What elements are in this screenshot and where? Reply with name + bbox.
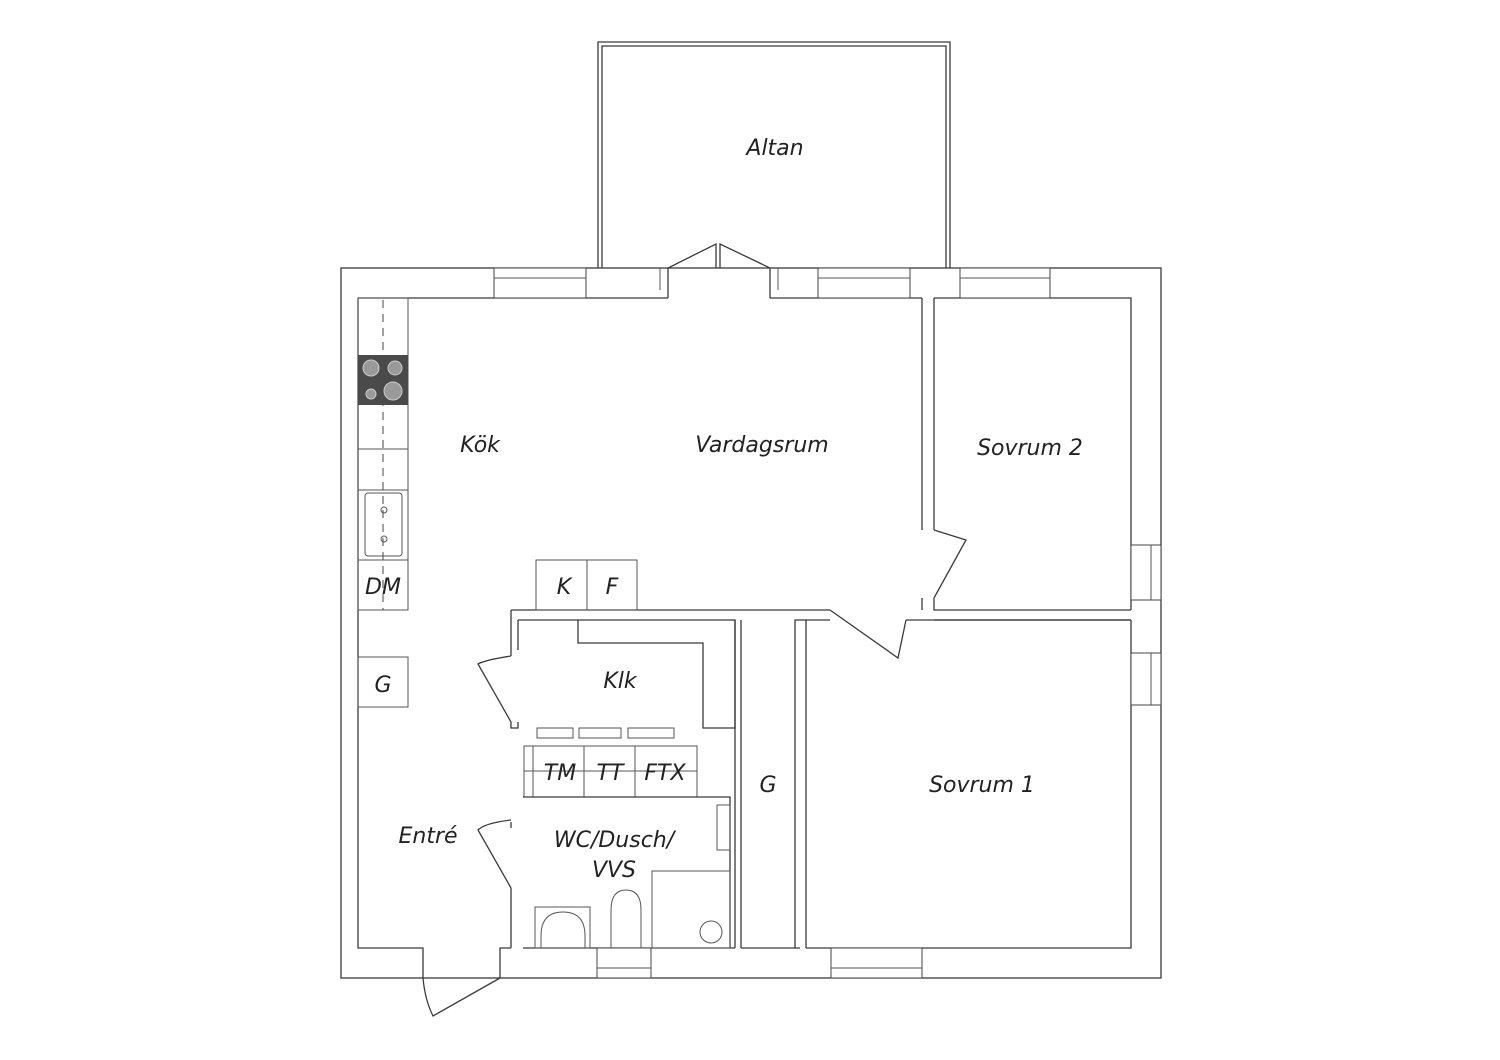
kitchen-sink [364, 492, 403, 557]
burner [387, 360, 403, 376]
fixture-label-k: K [557, 575, 573, 600]
toilet [610, 889, 642, 948]
window [830, 947, 923, 979]
window [1130, 544, 1162, 601]
bathroom [477, 796, 731, 949]
sovrum2-walls [921, 298, 1131, 621]
fixture-label-dm: DM [365, 575, 401, 600]
room-label-corridor-g: G [759, 773, 776, 798]
windows [493, 267, 1162, 979]
window [493, 267, 587, 299]
entry-door [422, 977, 501, 1017]
klk-closet [477, 619, 736, 739]
balcony-door [659, 242, 779, 298]
interior-walls [510, 609, 1131, 948]
g-cabinet [357, 656, 409, 708]
room-label-wc: WC/Dusch/ [554, 828, 677, 853]
fixture-label-tm: TM [544, 761, 576, 786]
room-label-sovrum2: Sovrum 2 [977, 436, 1083, 461]
fixture-label-g: G [374, 673, 391, 698]
room-label-sovrum1: Sovrum 1 [929, 773, 1035, 798]
room-label-vardagsrum: Vardagsrum [695, 433, 828, 458]
burner [362, 359, 380, 377]
window [959, 267, 1051, 299]
room-label-vvs: VVS [592, 858, 636, 883]
window [1130, 652, 1162, 706]
outer-walls [340, 267, 1162, 979]
window [817, 267, 911, 299]
kitchen-counter [357, 297, 638, 708]
burner [383, 381, 403, 401]
burner [365, 388, 377, 400]
altan-deck [597, 41, 951, 268]
fixture-label-ftx: FTX [644, 761, 686, 786]
room-label-kok: Kök [460, 433, 501, 458]
room-label-entre: Entré [398, 824, 457, 849]
window [596, 947, 652, 979]
room-label-klk: Klk [603, 669, 638, 694]
sink [534, 906, 591, 949]
fixture-label-tt: TT [597, 761, 625, 786]
fixture-label-f: F [606, 575, 619, 600]
room-label-altan: Altan [744, 136, 803, 161]
